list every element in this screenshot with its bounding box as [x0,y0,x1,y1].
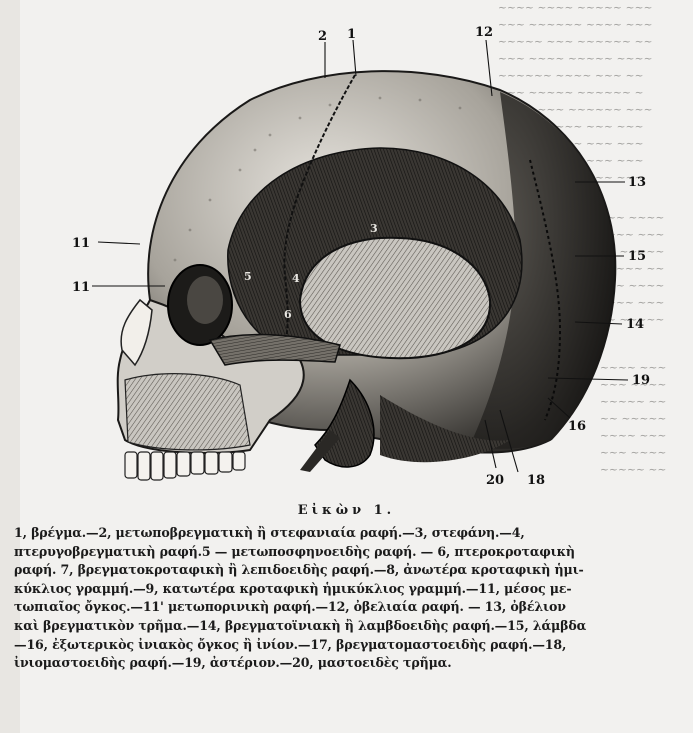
callout-16: 16 [568,419,586,434]
legend-line: κύκλιος γραμμή.—9, κατωτέρα κροταφικὴ ἡμ… [14,580,690,599]
legend-line: πτερυγοβρεγματικὴ ραφή.5 — μετωποσφηνοει… [14,543,690,562]
legend-line: —16, ἐξωτερικὸς ἰνιακὸς ὄγκος ἢ ἰνίον.—1… [14,636,690,655]
teeth [125,452,245,480]
squamous-temporal [300,238,490,358]
legend-line: καὶ βρεγματικὸν τρῆμα.—14, βρεγματοϊνιακ… [14,617,690,636]
callout-1: 1 [347,27,356,42]
callout-13: 13 [628,175,646,190]
inner-label-4: 4 [292,272,300,285]
callout-14: 14 [626,317,644,332]
callout-11-prime: 11 [72,236,90,251]
figure-legend: 1, βρέγμα.—2, μετωποβρεγματικὴ ἢ στεφανι… [14,524,690,673]
callout-2: 2 [318,29,327,44]
figure-caption: Εἰκὼν 1. [0,503,693,518]
callout-11: 11 [72,280,90,295]
inner-label-5: 5 [244,270,252,283]
legend-line: τωπιαῖος ὄγκος.—11' μετωπορινικὴ ραφή.—1… [14,598,690,617]
legend-line: ραφή. 7, βρεγματοκροταφικὴ ἢ λεπιδοειδὴς… [14,561,690,580]
callout-12: 12 [475,25,493,40]
skull-illustration: 2 1 12 13 11 11 15 14 19 16 20 18 3 5 4 … [0,0,693,500]
callout-20: 20 [486,473,504,488]
callout-18: 18 [527,473,545,488]
inner-label-3: 3 [370,222,378,235]
inner-label-6: 6 [284,308,292,321]
legend-line: ἰνιομαστοειδὴς ραφή.—19, ἀστέριον.—20, μ… [14,654,690,673]
legend-line: 1, βρέγμα.—2, μετωποβρεγματικὴ ἢ στεφανι… [14,524,690,543]
callout-19: 19 [632,373,650,388]
callout-15: 15 [628,249,646,264]
